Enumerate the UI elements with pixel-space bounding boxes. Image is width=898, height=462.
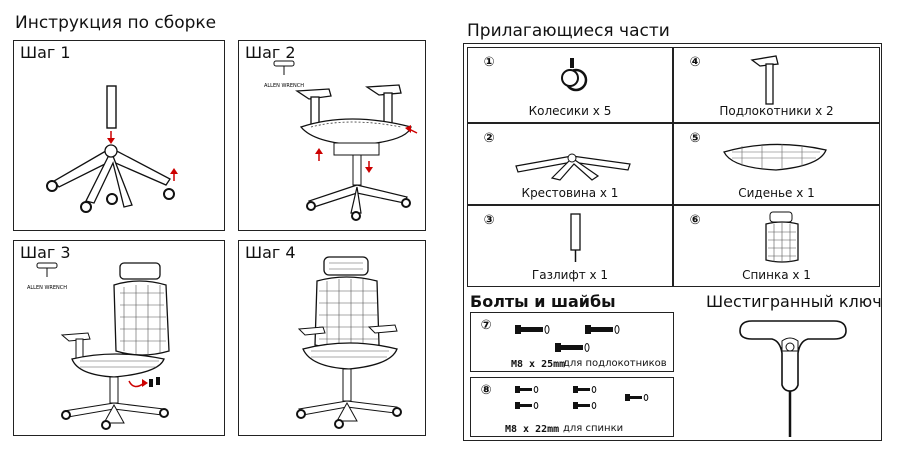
part-caption: Сиденье х 1 xyxy=(738,186,815,200)
caster-icon xyxy=(561,58,588,92)
step-3-illustration xyxy=(60,262,170,430)
step-1-label: Шаг 1 xyxy=(20,43,71,62)
part-caption: Крестовина х 1 xyxy=(521,186,619,200)
allen-key-icon: ALLEN WRENCH xyxy=(27,262,67,291)
step-3-label: Шаг 3 xyxy=(20,243,71,262)
hex-key-icon xyxy=(739,320,847,437)
allen-key-mark: ALLEN WRENCH xyxy=(27,285,67,291)
part-number: ① xyxy=(483,55,495,70)
part-armrests: ④ Подлокотники х 2 xyxy=(673,47,880,123)
part-base: ② Крестовина х 1 xyxy=(467,123,673,205)
backrest-icon xyxy=(765,211,799,263)
step-1-illustration xyxy=(46,85,178,213)
part-number: ② xyxy=(483,131,495,146)
bolt-icon xyxy=(515,386,649,409)
part-caption: Спинка х 1 xyxy=(742,268,811,282)
step-4-panel: Шаг 4 xyxy=(238,240,426,436)
part-number: ④ xyxy=(689,55,701,70)
allen-key-mark: ALLEN WRENCH xyxy=(264,83,304,89)
parts-title: Прилагающиеся части xyxy=(467,21,670,41)
bolt-row-armrests: ⑦ M8 x 25mm для подлокотников xyxy=(470,312,674,372)
bolts-title: Болты и шайбы xyxy=(470,292,616,311)
part-caption: Подлокотники х 2 xyxy=(719,104,834,118)
part-casters: ① Колесики х 5 xyxy=(467,47,673,123)
gas-lift-icon xyxy=(570,213,581,262)
base-icon xyxy=(515,153,631,181)
bolt-size: M8 x 25mm xyxy=(511,359,566,370)
bolt-number: ⑦ xyxy=(480,318,492,333)
step-2-label: Шаг 2 xyxy=(245,43,296,62)
step-3-panel: Шаг 3 ALLEN WRENCH xyxy=(13,240,225,436)
part-seat: ⑤ Сиденье х 1 xyxy=(673,123,880,205)
bolt-icon xyxy=(515,325,620,352)
part-number: ③ xyxy=(483,213,495,228)
bolt-number: ⑧ xyxy=(480,383,492,398)
step-4-label: Шаг 4 xyxy=(245,243,296,262)
step-1-panel: Шаг 1 xyxy=(13,40,225,231)
step-4-illustration xyxy=(296,256,402,429)
part-caption: Колесики х 5 xyxy=(528,104,612,118)
seat-icon xyxy=(723,143,827,171)
armrest-icon xyxy=(750,55,779,105)
step-2-illustration xyxy=(295,84,418,221)
part-backrest: ⑥ Спинка х 1 xyxy=(673,205,880,287)
bolt-purpose: для спинки xyxy=(563,423,624,434)
allen-key-icon: ALLEN WRENCH xyxy=(264,60,304,89)
bolt-purpose: для подлокотников xyxy=(563,358,667,369)
part-caption: Газлифт х 1 xyxy=(531,268,609,282)
part-number: ⑥ xyxy=(689,213,701,228)
bolt-row-backrest: ⑧ M8 x 22mm для спинки xyxy=(470,377,674,437)
bolt-size: M8 x 22mm xyxy=(505,424,560,435)
part-gas-lift: ③ Газлифт х 1 xyxy=(467,205,673,287)
hex-key-title: Шестигранный ключ xyxy=(706,292,882,311)
assembly-title: Инструкция по сборке xyxy=(15,13,217,33)
step-2-panel: Шаг 2 ALLEN WRENCH xyxy=(238,40,426,231)
part-number: ⑤ xyxy=(689,131,701,146)
